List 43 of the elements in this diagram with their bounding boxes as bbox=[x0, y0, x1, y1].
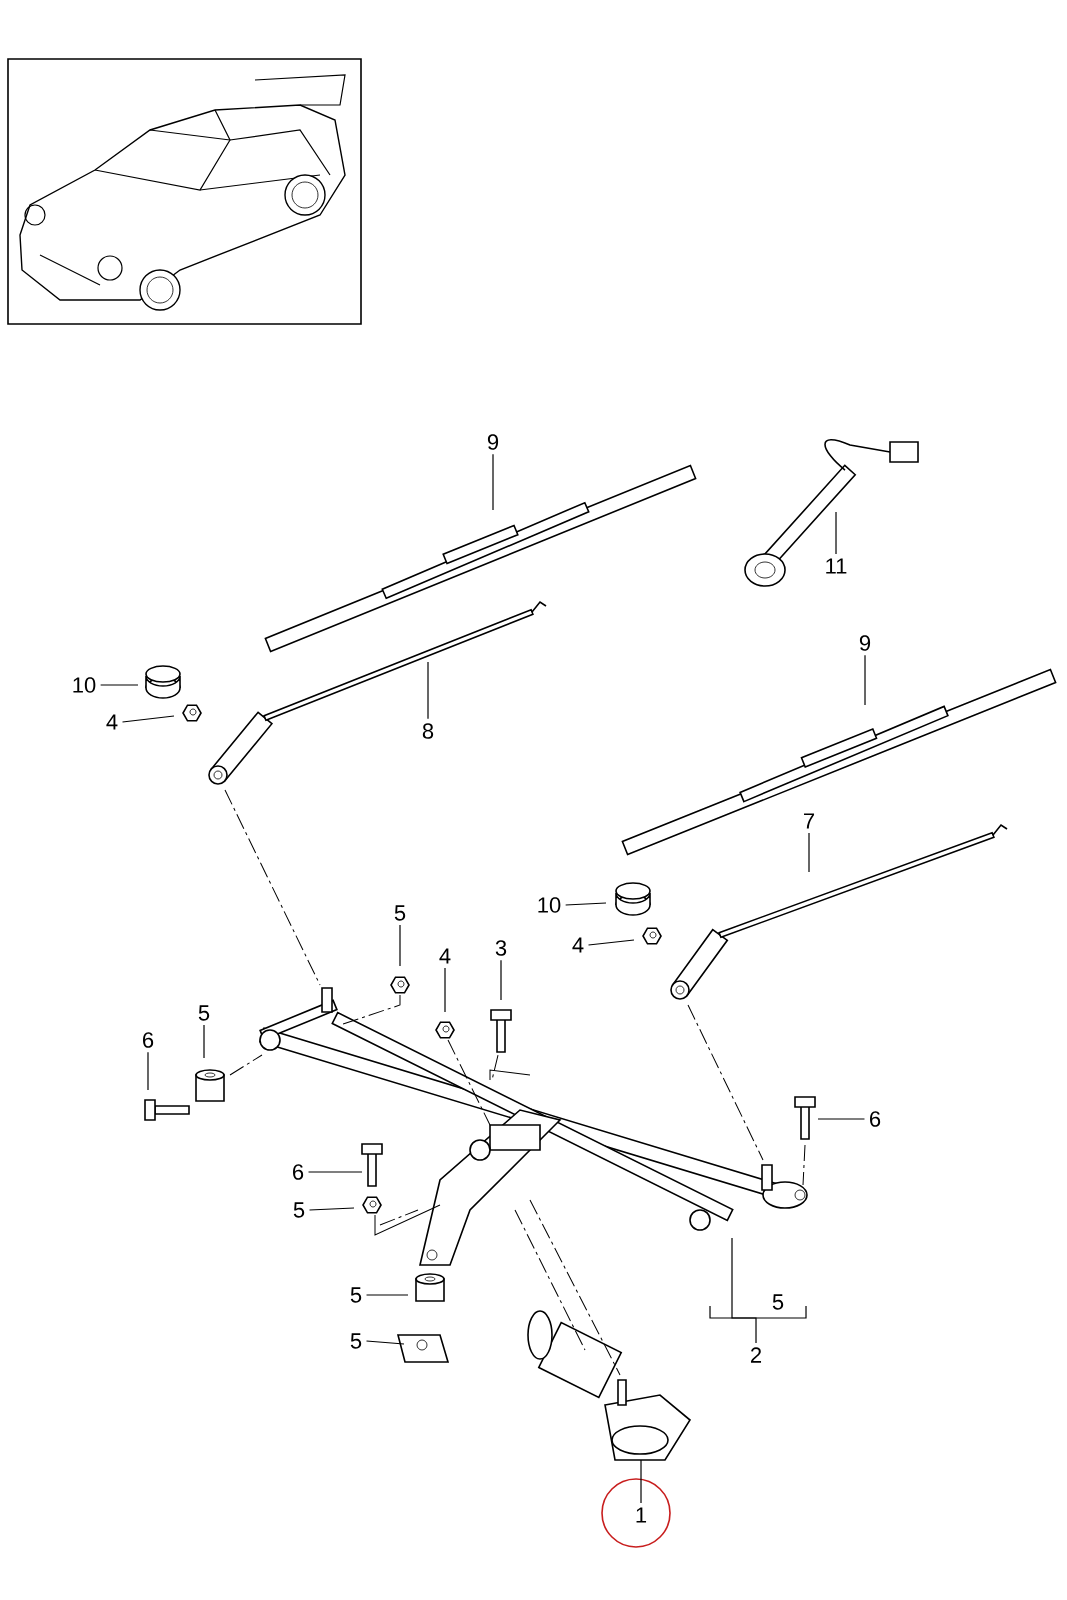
leader-line bbox=[835, 511, 837, 555]
leader-line bbox=[203, 1024, 205, 1059]
callout-number: 10 bbox=[73, 677, 96, 693]
callout-number: 6 bbox=[293, 1164, 304, 1180]
leader-line bbox=[640, 1459, 642, 1504]
callout-number: 5 bbox=[394, 905, 406, 921]
callout-number: 2 bbox=[751, 1347, 761, 1363]
callout-number: 5 bbox=[198, 1005, 210, 1021]
leader-line bbox=[444, 967, 446, 1013]
callout-number: 5 bbox=[293, 1202, 305, 1218]
leader-line bbox=[365, 1294, 409, 1296]
leader-line bbox=[817, 1118, 866, 1120]
callout-number: 8 bbox=[422, 723, 434, 739]
leader-line bbox=[864, 654, 866, 706]
callout-number: 6 bbox=[143, 1032, 154, 1048]
callout-number: 5 bbox=[350, 1287, 362, 1303]
leader-line bbox=[731, 1237, 757, 1344]
callout-number: 4 bbox=[106, 714, 118, 730]
leader-line bbox=[808, 832, 810, 873]
callout-number: 11 bbox=[826, 558, 847, 574]
callout-number: 9 bbox=[487, 434, 499, 450]
callout-number: 4 bbox=[572, 937, 584, 953]
leader-line bbox=[121, 715, 175, 723]
leader-line bbox=[399, 924, 401, 967]
callout-number: 4 bbox=[439, 948, 451, 964]
callout-number: 5 bbox=[350, 1333, 362, 1349]
leader-line bbox=[587, 939, 635, 946]
callout-number: 5 bbox=[772, 1294, 784, 1310]
callout-number: 9 bbox=[859, 635, 871, 651]
leader-line bbox=[100, 684, 139, 686]
leader-line bbox=[427, 661, 429, 720]
callout-number: 10 bbox=[538, 897, 561, 913]
callout-number: 3 bbox=[495, 940, 507, 956]
callout-number: 1 bbox=[636, 1507, 647, 1523]
callout-number: 7 bbox=[804, 813, 814, 829]
callout-number: 6 bbox=[870, 1111, 881, 1127]
leader-line bbox=[307, 1171, 363, 1173]
leader-line bbox=[365, 1340, 405, 1345]
leader-line bbox=[565, 902, 607, 906]
leader-line bbox=[308, 1207, 355, 1211]
leader-line bbox=[147, 1051, 149, 1091]
leader-line bbox=[500, 959, 502, 1001]
leader-line bbox=[492, 453, 494, 511]
